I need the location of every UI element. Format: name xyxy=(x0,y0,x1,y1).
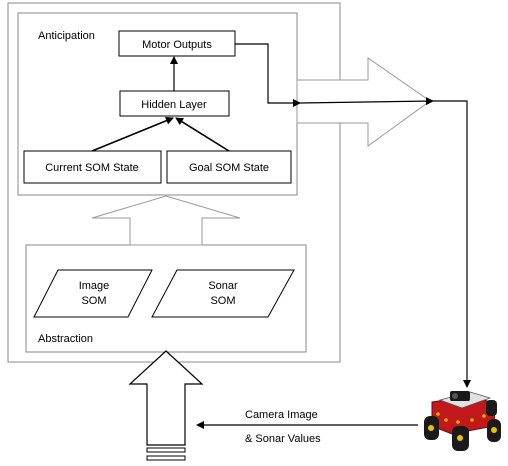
image-som-node xyxy=(33,269,153,318)
input-label-line2: & Sonar Values xyxy=(245,433,321,445)
motor-output-through-line xyxy=(299,97,434,106)
input-arrow-tail-2 xyxy=(146,455,186,461)
motor-outputs-label: Motor Outputs xyxy=(142,39,212,51)
goal-to-hidden-arrow xyxy=(175,117,230,152)
sonar-som-label-line1: Sonar xyxy=(208,280,238,292)
input-hollow-arrow xyxy=(128,350,204,446)
sonar-som-label-line2: SOM xyxy=(210,295,235,307)
image-som-label-line2: SOM xyxy=(81,295,106,307)
robot-icon xyxy=(424,391,501,451)
current-som-state-label: Current SOM State xyxy=(45,162,139,174)
output-to-robot-line xyxy=(433,100,471,388)
abstraction-to-anticipation-arrow xyxy=(91,195,241,246)
sonar-som-node xyxy=(151,269,295,318)
hidden-layer-label: Hidden Layer xyxy=(141,99,207,111)
motor-output-line xyxy=(235,43,301,107)
image-som-label-line1: Image xyxy=(79,280,110,292)
motor-outputs-node xyxy=(118,30,236,57)
hidden-layer-node xyxy=(119,90,230,117)
current-to-hidden-arrow xyxy=(91,116,174,152)
input-arrow-tail-1 xyxy=(146,447,186,453)
input-label-line1: Camera Image xyxy=(245,409,318,421)
goal-som-state-node xyxy=(166,150,292,184)
goal-som-state-label: Goal SOM State xyxy=(189,162,269,174)
anticipation-label: Anticipation xyxy=(38,30,95,42)
abstraction-label: Abstraction xyxy=(38,333,93,345)
